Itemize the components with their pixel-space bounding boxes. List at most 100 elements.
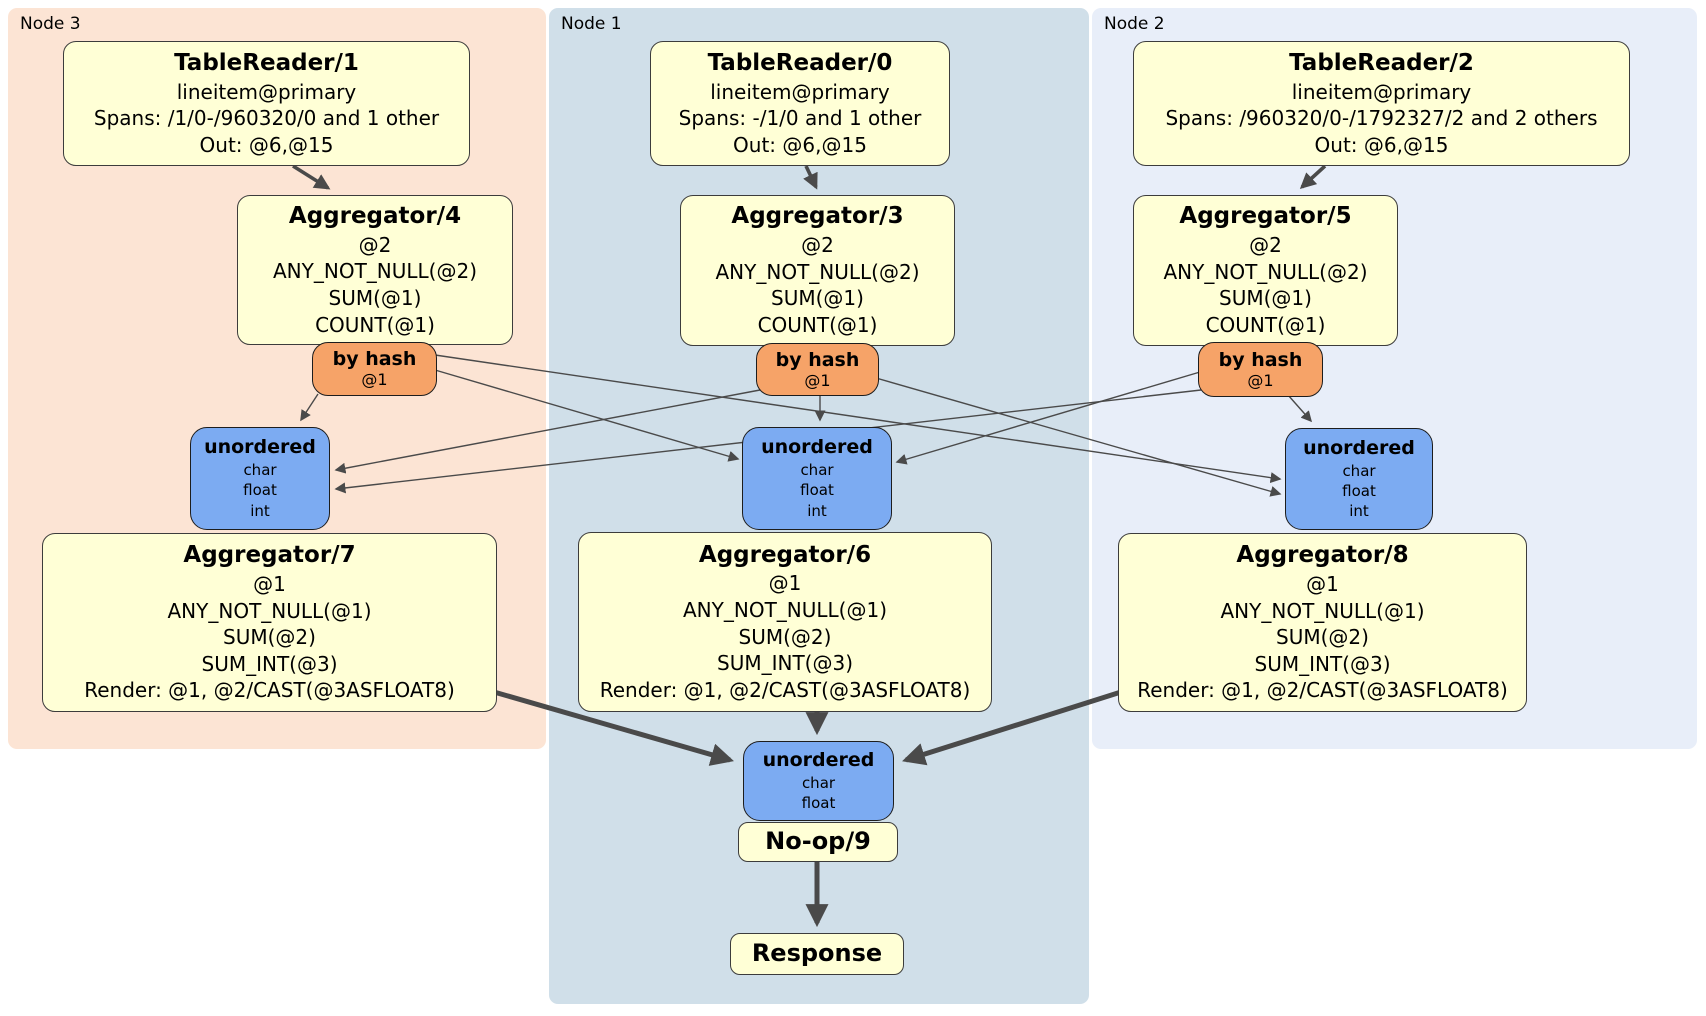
processor-tablereader-2: TableReader/2 lineitem@primary Spans: /9…: [1133, 41, 1630, 166]
edge-tr0-agg3: [803, 165, 818, 190]
edge-hash3-sync8: [875, 377, 1282, 497]
region-node1-label: Node 1: [561, 14, 622, 34]
processor-detail: Out: @6,@15: [1314, 132, 1449, 157]
processor-detail: SUM(@1): [771, 286, 864, 311]
processor-detail: @2: [1249, 233, 1282, 258]
processor-aggregator-5: Aggregator/5 @2 ANY_NOT_NULL(@2) SUM(@1)…: [1133, 195, 1398, 346]
processor-title: No-op/9: [765, 827, 871, 856]
edge-hash5-sync6: [895, 371, 1201, 465]
edge-agg7-syncfinal: [493, 689, 734, 766]
processor-detail: SUM(@1): [328, 285, 422, 310]
processor-detail: Spans: /1/0-/960320/0 and 1 other: [93, 106, 440, 131]
edge-tr1-agg4: [292, 164, 331, 190]
processor-detail: @1: [1306, 571, 1339, 596]
edge-hash5-sync8: [1287, 394, 1313, 423]
processor-title: TableReader/0: [707, 49, 893, 76]
processor-title: TableReader/2: [1289, 49, 1474, 76]
processor-detail: SUM(@2): [223, 625, 316, 650]
router-title: by hash: [775, 348, 860, 371]
processor-detail: lineitem@primary: [1291, 79, 1472, 104]
sync-unordered-node3: unordered char float int: [190, 427, 330, 530]
processor-detail: ANY_NOT_NULL(@1): [167, 598, 372, 623]
sync-column: char: [801, 773, 836, 792]
processor-detail: ANY_NOT_NULL(@1): [1220, 598, 1425, 623]
sync-column: int: [1349, 502, 1369, 520]
processor-detail: SUM(@1): [1219, 286, 1312, 311]
processor-detail: SUM_INT(@3): [1254, 651, 1391, 676]
processor-detail: SUM(@2): [738, 624, 832, 649]
router-key: @1: [361, 370, 388, 390]
processor-noop-9: No-op/9: [738, 822, 898, 862]
processor-tablereader-1: TableReader/1 lineitem@primary Spans: /1…: [63, 41, 470, 166]
router-title: by hash: [332, 348, 417, 371]
processor-title: Aggregator/8: [1236, 542, 1409, 569]
sync-column: float: [243, 481, 277, 500]
region-node2-label: Node 2: [1104, 14, 1165, 34]
sync-title: unordered: [761, 436, 873, 459]
processor-detail: Spans: /960320/0-/1792327/2 and 2 others: [1165, 106, 1598, 131]
sync-column: float: [1342, 481, 1376, 500]
processor-detail: lineitem@primary: [176, 79, 357, 104]
router-by-hash-node3: by hash @1: [312, 342, 437, 396]
processor-title: TableReader/1: [174, 49, 359, 76]
edge-hash4-sync6: [434, 369, 740, 462]
sync-column: float: [800, 481, 834, 500]
sync-column: float: [801, 793, 836, 812]
processor-detail: ANY_NOT_NULL(@1): [683, 598, 887, 623]
edge-tr2-agg5: [1299, 164, 1327, 189]
sync-unordered-node1: unordered char float int: [742, 427, 892, 530]
processor-detail: Render: @1, @2/CAST(@3ASFLOAT8): [599, 677, 971, 702]
processor-detail: Spans: -/1/0 and 1 other: [678, 106, 922, 131]
processor-title: Aggregator/7: [183, 542, 356, 569]
processor-detail: Out: @6,@15: [733, 132, 867, 157]
edge-hash4-sync7: [300, 393, 319, 422]
processor-aggregator-7: Aggregator/7 @1 ANY_NOT_NULL(@1) SUM(@2)…: [42, 533, 497, 712]
processor-detail: @2: [358, 232, 392, 257]
processor-detail: COUNT(@1): [315, 312, 435, 337]
sync-title: unordered: [204, 436, 316, 459]
processor-detail: @1: [768, 571, 802, 596]
processor-aggregator-4: Aggregator/4 @2 ANY_NOT_NULL(@2) SUM(@1)…: [237, 195, 513, 345]
sync-column: char: [1342, 461, 1376, 480]
router-key: @1: [1247, 370, 1274, 390]
processor-detail: Out: @6,@15: [199, 132, 334, 157]
processor-detail: ANY_NOT_NULL(@2): [715, 259, 920, 284]
processor-detail: SUM(@2): [1276, 625, 1369, 650]
processor-tablereader-0: TableReader/0 lineitem@primary Spans: -/…: [650, 41, 950, 166]
edge-hash3-sync7: [334, 389, 761, 474]
processor-detail: @1: [253, 571, 286, 596]
processor-title: Aggregator/4: [288, 202, 462, 229]
sync-unordered-node2: unordered char float int: [1285, 428, 1433, 530]
processor-detail: ANY_NOT_NULL(@2): [273, 259, 477, 284]
region-node3-label: Node 3: [20, 14, 81, 34]
sync-unordered-final: unordered char float: [743, 741, 894, 821]
sync-column: char: [800, 461, 834, 479]
router-title: by hash: [1218, 348, 1303, 371]
processor-detail: COUNT(@1): [1205, 313, 1326, 338]
processor-detail: Render: @1, @2/CAST(@3ASFLOAT8): [84, 678, 455, 703]
router-key: @1: [804, 370, 831, 390]
router-by-hash-node1: by hash @1: [756, 343, 879, 396]
edge-agg8-syncfinal: [902, 689, 1122, 766]
processor-aggregator-3: Aggregator/3 @2 ANY_NOT_NULL(@2) SUM(@1)…: [680, 195, 955, 346]
sync-column: int: [250, 501, 270, 520]
processor-detail: @2: [801, 233, 834, 258]
processor-aggregator-8: Aggregator/8 @1 ANY_NOT_NULL(@1) SUM(@2)…: [1118, 533, 1527, 712]
router-by-hash-node2: by hash @1: [1198, 342, 1323, 397]
sync-title: unordered: [762, 748, 875, 771]
processor-detail: lineitem@primary: [710, 79, 890, 104]
edge-hash4-sync8: [434, 354, 1282, 484]
sync-title: unordered: [1303, 436, 1415, 459]
processor-title: Aggregator/5: [1179, 203, 1352, 230]
processor-detail: Render: @1, @2/CAST(@3ASFLOAT8): [1137, 678, 1508, 703]
processor-title: Aggregator/6: [698, 541, 872, 568]
sync-column: int: [807, 501, 827, 520]
processor-title: Response: [751, 939, 883, 968]
processor-response: Response: [730, 933, 904, 975]
processor-detail: COUNT(@1): [757, 313, 878, 338]
sync-column: char: [243, 461, 277, 479]
processor-title: Aggregator/3: [731, 203, 904, 230]
processor-aggregator-6: Aggregator/6 @1 ANY_NOT_NULL(@1) SUM(@2)…: [578, 532, 992, 712]
processor-detail: SUM_INT(@3): [717, 651, 853, 676]
